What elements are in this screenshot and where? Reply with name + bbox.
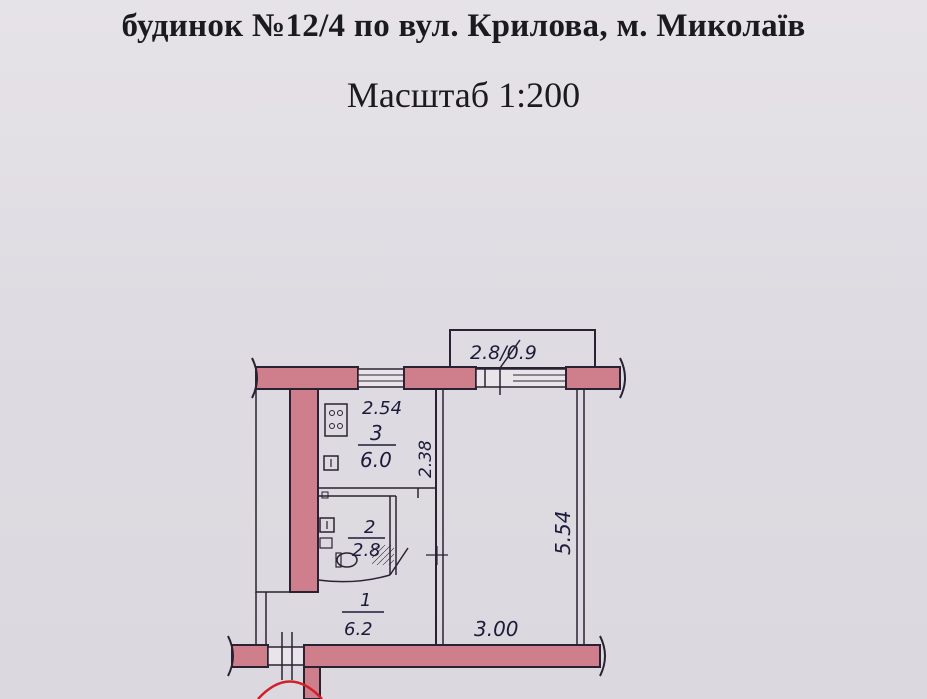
room-2-number: 2 (364, 517, 375, 538)
document-title: будинок №12/4 по вул. Крилова, м. Микола… (121, 8, 806, 44)
bath-fixture-icon (319, 491, 335, 549)
room-3-number: 3 (370, 421, 383, 445)
kitchen-width-dimension: 2.54 (362, 398, 402, 419)
room-3-area: 6.0 (360, 448, 392, 472)
room-1-number: 1 (360, 590, 371, 611)
stove-icon (324, 403, 348, 437)
balcony-label: 2.8/0.9 (470, 342, 537, 364)
room-1-area: 6.2 (344, 619, 373, 640)
scale-label: Масштаб 1:200 (346, 75, 581, 115)
interior-walls (317, 389, 585, 645)
room-length-dimension: 5.54 (551, 510, 575, 555)
toilet-icon (335, 552, 358, 568)
ventilation-shaft (372, 545, 394, 565)
sink-icon (323, 455, 339, 471)
balcony (449, 329, 596, 369)
left-wall (289, 388, 319, 593)
kitchen-depth-dimension: 2.38 (416, 440, 436, 478)
room-2-area: 2.8 (352, 540, 381, 561)
room-width-dimension: 3.00 (474, 617, 519, 641)
bottom-wall (227, 632, 606, 699)
